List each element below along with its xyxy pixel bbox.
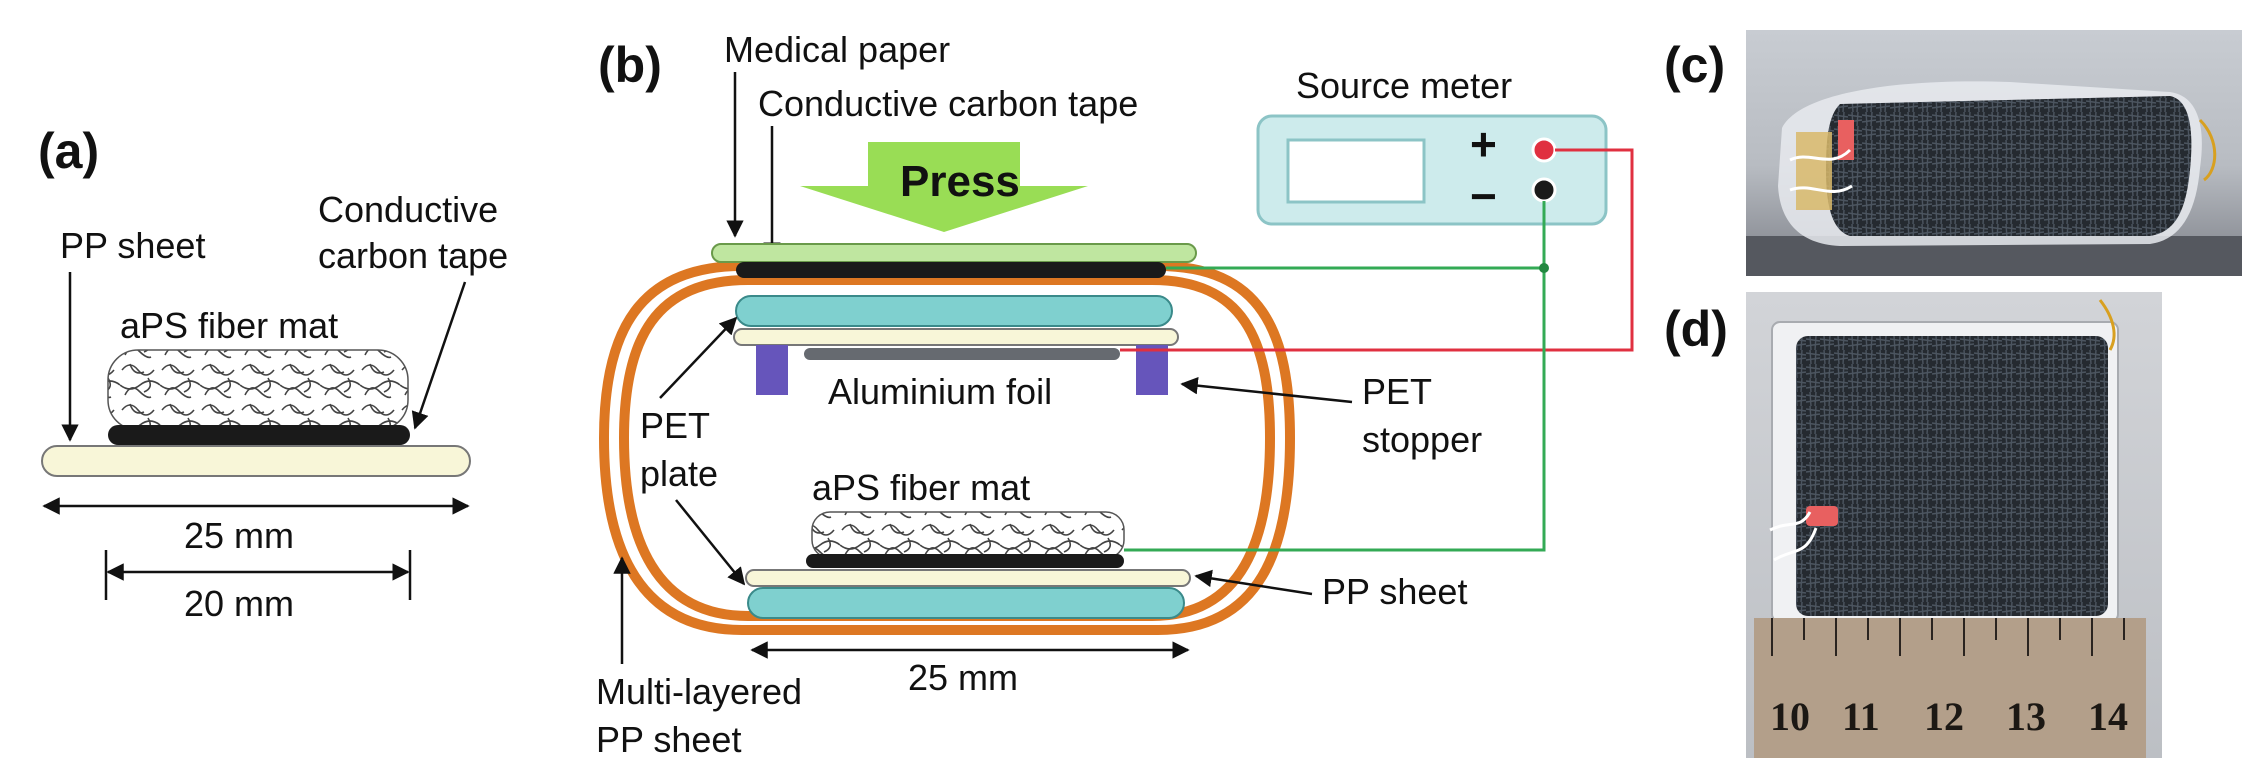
positive-terminal-label: + <box>1470 118 1497 170</box>
panel-d: (d) 10 11 12 13 14 <box>1664 292 2162 758</box>
fiber-mat <box>107 349 409 431</box>
pet-stopper-leader-arrow <box>1180 376 1353 404</box>
aluminium-foil <box>804 348 1120 360</box>
pet-plate-leader-arrow-top <box>659 316 738 399</box>
pet-plate-label-line1: PET <box>640 405 710 446</box>
panel-d-red-tag <box>1806 506 1838 526</box>
carbon-tape-leader-arrow <box>411 281 467 430</box>
ruler-number-11: 11 <box>1842 694 1880 739</box>
ruler-number-10: 10 <box>1770 694 1810 739</box>
panel-c-yellow-wire <box>2198 118 2217 182</box>
pet-stopper-right <box>1136 345 1168 395</box>
ruler-number-13: 13 <box>2006 694 2046 739</box>
panel-c-device-body <box>1826 96 2192 236</box>
pet-plate-leader-arrow-bottom <box>675 499 746 586</box>
panel-b-label: (b) <box>598 37 662 93</box>
bottom-carbon-tape <box>806 554 1124 568</box>
multi-layered-label-line1: Multi-layered <box>596 671 802 712</box>
bottom-pp-sheet-label: PP sheet <box>1322 571 1467 612</box>
panel-d-device-body <box>1796 336 2108 616</box>
carbon-tape-label-line2: carbon tape <box>318 235 508 276</box>
bottom-pet-plate <box>747 587 1185 619</box>
negative-terminal <box>1531 177 1557 203</box>
multi-layered-label-line2: PP sheet <box>596 719 741 760</box>
ruler-number-14: 14 <box>2088 694 2128 739</box>
negative-terminal-label: − <box>1470 170 1497 222</box>
source-meter-display <box>1286 138 1426 204</box>
positive-terminal <box>1531 137 1557 163</box>
aluminium-foil-label: Aluminium foil <box>828 371 1052 412</box>
panel-b-dimension-label: 25 mm <box>908 657 1018 698</box>
ruler-number-12: 12 <box>1924 694 1964 739</box>
multi-layered-pp-sheet-outer <box>598 261 1296 635</box>
red-wire <box>1120 148 1634 352</box>
panel-c-label: (c) <box>1664 37 1725 93</box>
pet-stopper-left <box>756 345 788 395</box>
pet-stopper-label-line1: PET <box>1362 371 1432 412</box>
top-carbon-tape <box>736 262 1166 278</box>
panel-c-wires <box>1789 148 1853 193</box>
press-arrow-icon <box>800 142 1088 232</box>
carbon-tape <box>108 425 410 445</box>
panel-d-label: (d) <box>1664 301 1728 357</box>
panel-a-label: (a) <box>38 123 99 179</box>
bottom-pp-sheet <box>745 569 1191 587</box>
bottom-fiber-mat-label: aPS fiber mat <box>812 467 1030 508</box>
pet-plate-label-line2: plate <box>640 453 718 494</box>
ruler-ticks <box>1771 618 2125 656</box>
ruler <box>1754 618 2146 758</box>
source-meter-label: Source meter <box>1296 65 1512 106</box>
pet-stopper-label-line2: stopper <box>1362 419 1482 460</box>
green-wire-bottom <box>1124 201 1546 552</box>
pp-sheet-label: PP sheet <box>60 225 205 266</box>
panel-c: (c) <box>1664 30 2242 276</box>
dimension-25mm-label: 25 mm <box>184 515 294 556</box>
conductive-tape-label: Conductive carbon tape <box>758 83 1138 124</box>
medical-paper <box>711 243 1197 263</box>
medical-paper-label: Medical paper <box>724 29 950 70</box>
bottom-fiber-mat <box>811 511 1125 559</box>
panel-c-tape-edge <box>1796 132 1832 210</box>
panel-d-yellow-wire <box>2098 299 2116 351</box>
dimension-20mm-label: 20 mm <box>184 583 294 624</box>
panel-a: (a) PP sheet Conductive carbon tape aPS … <box>38 123 508 624</box>
press-label: Press <box>900 157 1020 206</box>
fiber-mat-label: aPS fiber mat <box>120 305 338 346</box>
wire-junction <box>1539 263 1549 273</box>
pp-sheet-leader-arrow <box>1194 569 1313 596</box>
top-pet-plate <box>735 295 1173 327</box>
panel-d-wires <box>1769 511 1818 562</box>
pp-sheet <box>41 445 471 477</box>
top-pp-sheet <box>733 328 1179 346</box>
panel-b: (b) Medical paper Conductive carbon tape… <box>596 29 1634 760</box>
carbon-tape-label-line1: Conductive <box>318 189 498 230</box>
